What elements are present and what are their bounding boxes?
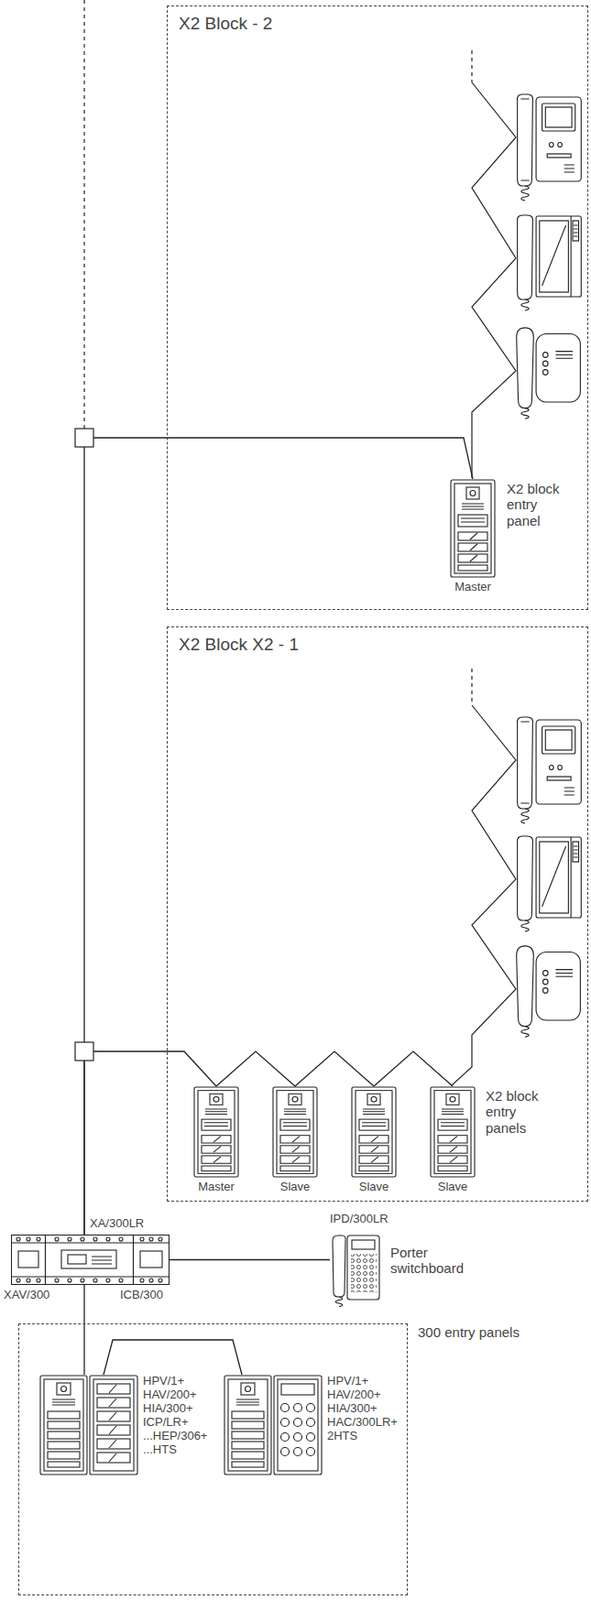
node-label: 300 entry panels	[417, 1324, 520, 1341]
entry-panel: Slave	[272, 1086, 318, 1179]
callout-label: X2 block entry panels	[485, 1088, 543, 1137]
wire-connector	[169, 1259, 330, 1261]
entry-panel-symbol	[194, 1087, 239, 1178]
entry-panel-pair-drawing	[223, 1375, 323, 1477]
audio-handset	[516, 946, 581, 1038]
audio-handset	[516, 328, 581, 419]
node-label: Porter switchboard	[390, 1245, 464, 1278]
video-handset	[517, 94, 582, 201]
entry-panel-drawing	[429, 1086, 476, 1179]
power-supply-unit: XA/300LRXAV/300ICB/300	[10, 1235, 170, 1286]
entry-panel-symbol	[351, 1087, 396, 1178]
entry-panel-pair-drawing	[39, 1375, 139, 1477]
entry-panel-drawing	[350, 1086, 397, 1179]
slim-handset	[517, 215, 582, 311]
riser-dashed	[84, 0, 472, 706]
entry-panel-pair-symbol	[40, 1376, 138, 1476]
node-label: Master	[454, 580, 492, 595]
porter-switchboard-drawing	[329, 1232, 381, 1311]
entry-panel-pair-symbol	[224, 1376, 322, 1476]
entry-panel-symbol	[430, 1087, 475, 1178]
wire-connector	[373, 1051, 453, 1087]
entry-panel: Master	[193, 1086, 240, 1179]
node-label: Slave	[359, 1181, 390, 1195]
entry-panel: Slave	[350, 1086, 397, 1179]
node-label: X2 Block X2 - 1	[178, 634, 299, 656]
entry-panel-symbol	[273, 1087, 318, 1178]
junction-box	[75, 1042, 94, 1062]
power-supply-unit-drawing	[10, 1235, 170, 1286]
porter-switchboard: IPD/300LRPorter switchboard	[329, 1232, 381, 1311]
node-label: Slave	[280, 1181, 311, 1195]
entry-panel-drawing	[272, 1086, 318, 1179]
node-label: HPV/1+ HAV/200+ HIA/300+ HAC/300LR+ 2HTS	[327, 1375, 398, 1445]
phone-wire	[451, 82, 516, 1086]
wire-connector	[103, 1340, 242, 1376]
node-label: ICB/300	[120, 1289, 164, 1303]
node-label: Slave	[437, 1181, 469, 1195]
node-label: IPD/300LR	[329, 1213, 389, 1227]
junction-box	[75, 428, 94, 448]
wire-connector	[83, 1285, 85, 1376]
callout-label: X2 block entry panel	[506, 481, 564, 529]
node-label: XAV/300	[3, 1289, 50, 1303]
node-label: XA/300LR	[89, 1217, 144, 1232]
wire-connector	[216, 1051, 296, 1087]
entry-panel: Master	[449, 479, 496, 579]
block-region: X2 Block X2 - 1MasterSlaveSlaveSlave	[166, 626, 589, 1203]
video-handset	[517, 717, 582, 824]
wire-connector	[295, 1051, 374, 1087]
slim-handset	[517, 836, 582, 932]
entry-panel-pair: HPV/1+ HAV/200+ HIA/300+ HAC/300LR+ 2HTS	[223, 1375, 323, 1477]
porter-switchboard-symbol	[332, 1236, 380, 1308]
node-label: X2 Block - 2	[178, 13, 273, 34]
node-label: HPV/1+ HAV/200+ HIA/300+ ICP/LR+ ...HEP/…	[142, 1375, 208, 1458]
entry-panel: Slave	[429, 1086, 476, 1179]
entry-panel-drawing	[449, 479, 496, 579]
entry-panel-drawing	[193, 1086, 240, 1179]
entry-panel-symbol	[450, 480, 495, 578]
block-region: 300 entry panelsHPV/1+ HAV/200+ HIA/300+…	[18, 1324, 408, 1597]
entry-panel-pair: HPV/1+ HAV/200+ HIA/300+ ICP/LR+ ...HEP/…	[39, 1375, 139, 1477]
node-label: Master	[197, 1181, 235, 1195]
power-supply-unit-symbol	[11, 1236, 170, 1286]
wire-connector	[84, 437, 473, 1236]
